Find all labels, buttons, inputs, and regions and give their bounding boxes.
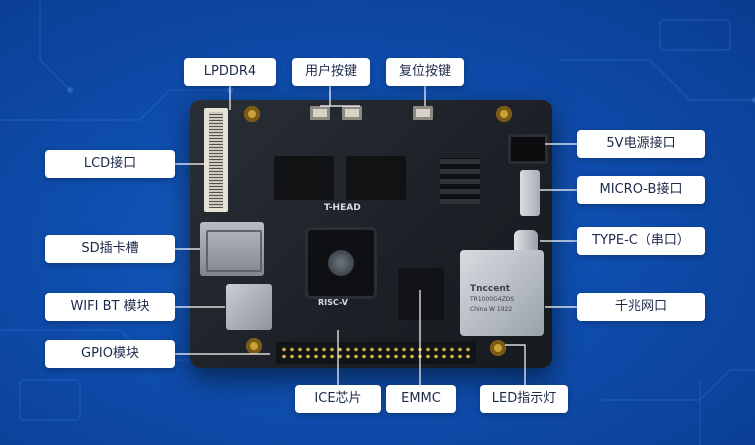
eth-brand-text: Tnccent (470, 284, 511, 294)
sd-card-slot (200, 222, 264, 276)
dev-board: T-HEAD RISC-V Tnccent TR1000G4ZDS China … (190, 100, 552, 368)
reset-key-button (413, 106, 433, 120)
lpddr4-chip (274, 156, 334, 200)
label-user-keys: 用户按键 (292, 58, 370, 86)
eth-model-text: TR1000G4ZDS (470, 296, 515, 303)
brand-silkscreen: T-HEAD (324, 203, 361, 213)
user-key-button (310, 106, 330, 120)
lcd-connector (204, 108, 228, 212)
label-sd-slot: SD插卡槽 (45, 235, 175, 263)
passive-components (440, 158, 480, 204)
emmc-chip (398, 268, 444, 320)
mounting-hole (244, 106, 260, 122)
label-gpio: GPIO模块 (45, 340, 175, 368)
user-key-button (342, 106, 362, 120)
label-ice: ICE芯片 (295, 385, 381, 413)
label-lpddr4: LPDDR4 (184, 58, 276, 86)
label-micro-b: MICRO-B接口 (577, 176, 705, 204)
mounting-hole (496, 106, 512, 122)
micro-b-port (520, 170, 540, 216)
mounting-hole (490, 340, 506, 356)
label-gige: 千兆网口 (577, 293, 705, 321)
eth-origin-text: China W 1922 (470, 306, 513, 313)
label-led: LED指示灯 (480, 385, 568, 413)
label-power-5v: 5V电源接口 (577, 130, 705, 158)
arch-silkscreen: RISC-V (318, 298, 348, 307)
label-reset-key: 复位按键 (386, 58, 464, 86)
gpio-header (276, 342, 476, 364)
label-type-c: TYPE-C（串口） (577, 227, 705, 255)
mounting-hole (246, 338, 262, 354)
label-lcd: LCD接口 (45, 150, 175, 178)
power-5v-jack (508, 134, 548, 164)
label-emmc: EMMC (386, 385, 456, 413)
wifi-bt-module (226, 284, 272, 330)
ethernet-port: Tnccent TR1000G4ZDS China W 1922 (460, 250, 544, 336)
main-soc (308, 230, 374, 296)
lpddr4-chip (346, 156, 406, 200)
label-wifi-bt: WIFI BT 模块 (45, 293, 175, 321)
